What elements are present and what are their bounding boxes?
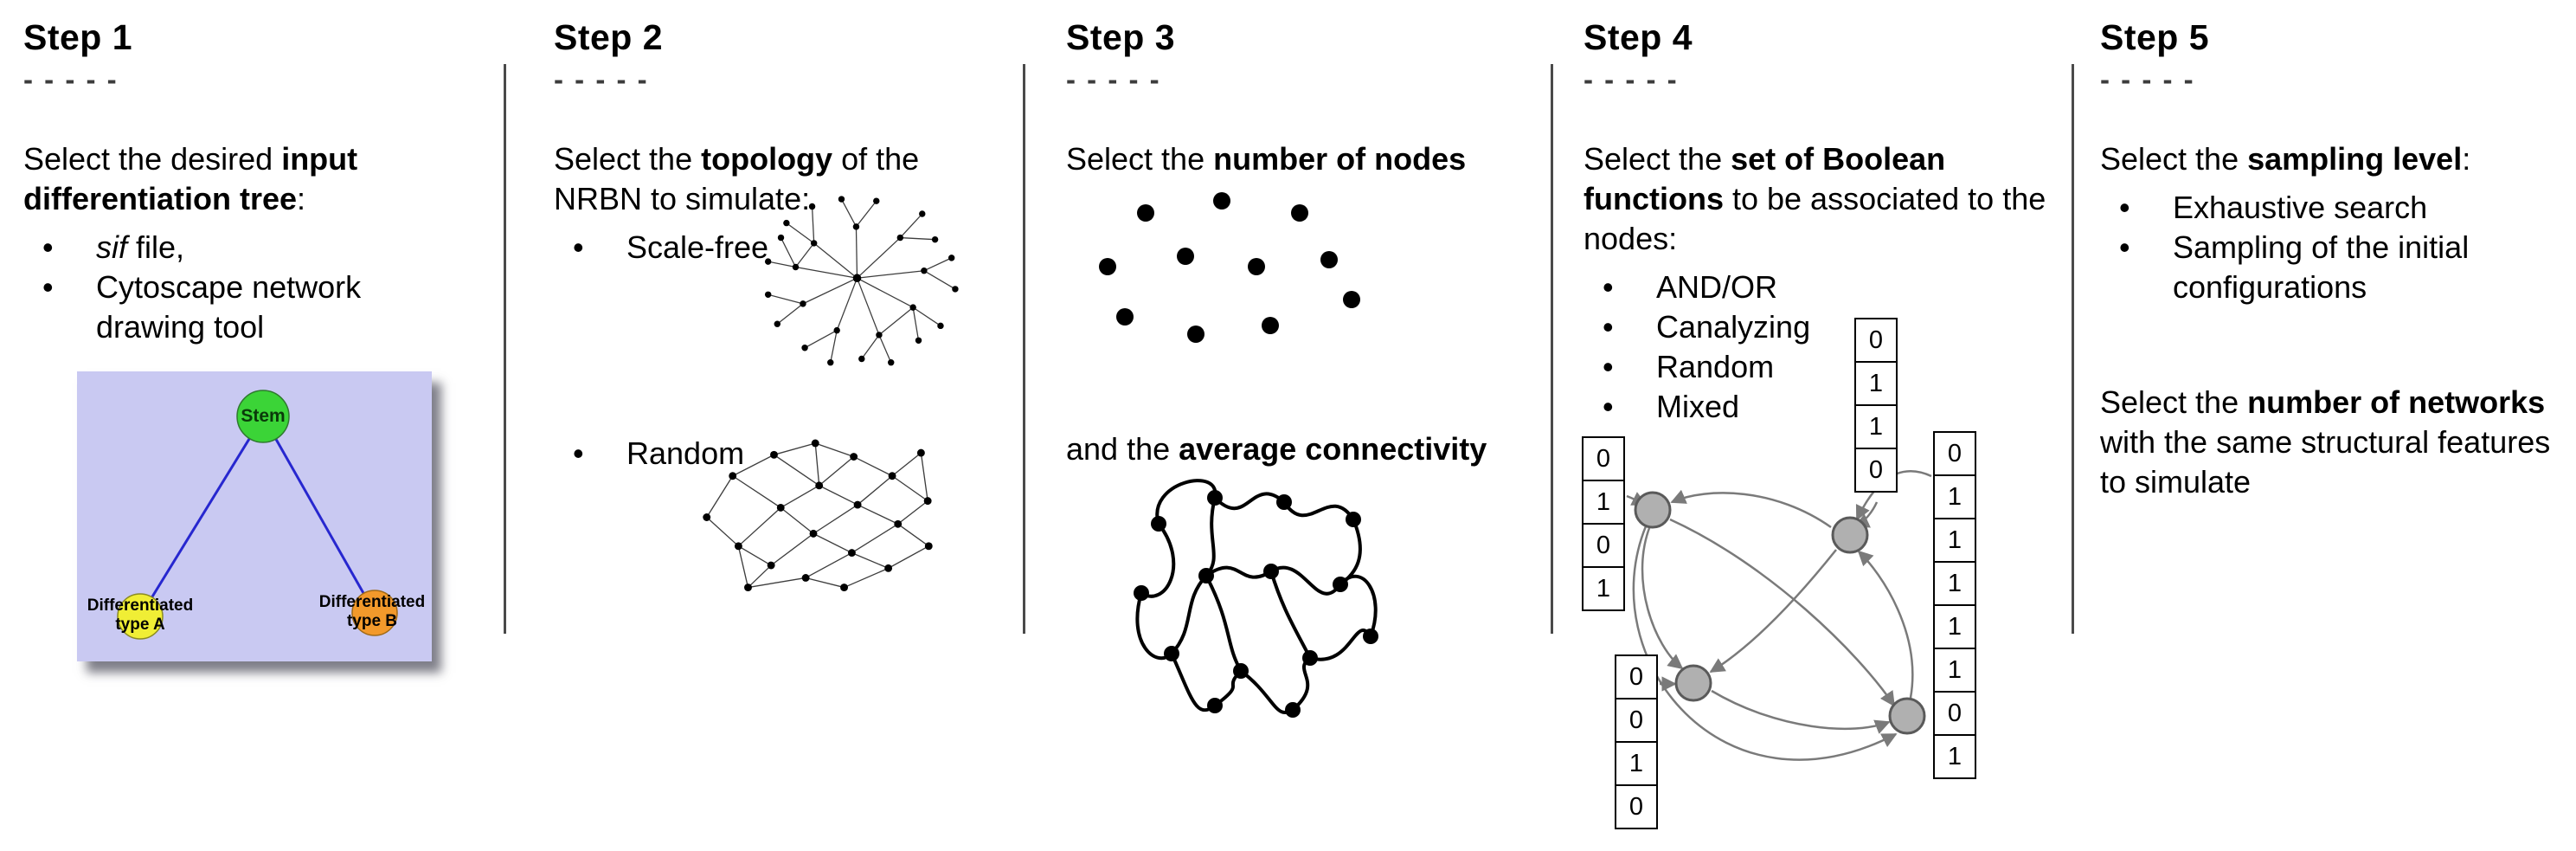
step3-second-text: and the average connectivity xyxy=(1066,431,1487,467)
step2-title: Step 2 xyxy=(554,17,664,57)
truth-table-cell: 1 xyxy=(1933,604,1976,649)
boolean-network-canvas xyxy=(1626,470,1932,761)
bullet-item: sif file, xyxy=(23,228,430,268)
stem-node xyxy=(236,390,290,443)
truth-table-cell: 0 xyxy=(1933,691,1976,736)
boolean-node xyxy=(1831,516,1869,554)
step1-dashes: - - - - - xyxy=(23,63,119,95)
differentiation-tree-canvas xyxy=(77,371,432,661)
boolean-node xyxy=(1674,664,1712,702)
network-nodes xyxy=(764,196,959,366)
truth-table-cell: 0 xyxy=(1933,431,1976,476)
truth-table-cell: 1 xyxy=(1933,561,1976,606)
truth-table-cell: 0 xyxy=(1582,523,1625,568)
boolean-node xyxy=(1888,697,1926,735)
nodes-scatter-figure xyxy=(1099,192,1360,343)
truth-table-cell: 1 xyxy=(1933,648,1976,693)
tree-edge-b xyxy=(261,416,376,614)
scatter-dots xyxy=(1099,192,1360,343)
step4-bullets: AND/OR Canalyzing Random Mixed xyxy=(1584,268,2068,427)
step5-dashes: - - - - - xyxy=(2100,63,2195,95)
differentiation-tree-figure: Stem Differentiated type A Differentiate… xyxy=(77,371,432,661)
step3-title: Step 3 xyxy=(1066,17,1176,57)
truth-table-cell: 1 xyxy=(1582,566,1625,611)
column-divider xyxy=(1551,64,1553,634)
step1-bullets: sif file, Cytoscape network drawing tool xyxy=(23,228,430,347)
column-divider xyxy=(1023,64,1025,634)
step5-bullets: Exhaustive search Sampling of the initia… xyxy=(2100,188,2576,307)
step5-intro: Select the sampling level: xyxy=(2100,141,2471,177)
step4-title: Step 4 xyxy=(1584,17,1693,57)
truth-table-cell: 0 xyxy=(1615,698,1658,743)
truth-table-top: 0 1 1 0 xyxy=(1854,318,1898,493)
step4-dashes: - - - - - xyxy=(1584,63,1679,95)
network-nodes xyxy=(1134,490,1378,718)
column-divider xyxy=(2072,64,2074,634)
bullet-item: Mixed xyxy=(1584,387,2068,427)
step5-title: Step 5 xyxy=(2100,17,2210,57)
network-edges xyxy=(706,442,929,589)
step1-intro: Select the desired input differentiation… xyxy=(23,141,358,217)
step4-intro: Select the set of Boolean functions to b… xyxy=(1584,141,2046,257)
bullet-item: Canalyzing xyxy=(1584,307,2068,347)
bullet-item: Exhaustive search xyxy=(2100,188,2576,228)
truth-table-bottom: 0 0 1 0 xyxy=(1615,654,1658,829)
stem-label: Stem xyxy=(241,406,286,426)
step4-column: Step 4 - - - - - Select the set of Boole… xyxy=(1584,17,2068,428)
truth-table-cell: 1 xyxy=(1582,480,1625,525)
type-b-label: Differentiated type B xyxy=(318,593,426,630)
step5-column: Step 5 - - - - - Select the sampling lev… xyxy=(2100,17,2576,307)
truth-table-cell: 0 xyxy=(1615,654,1658,699)
truth-table-cell: 0 xyxy=(1615,784,1658,829)
type-a-node xyxy=(117,593,164,640)
truth-table-cell: 1 xyxy=(1615,741,1658,786)
bullet-item: Random xyxy=(554,434,986,474)
bullet-item: Sampling of the initial configurations xyxy=(2100,228,2576,307)
bullet-item: Cytoscape network drawing tool xyxy=(23,268,430,347)
truth-table-left: 0 1 0 1 xyxy=(1582,436,1625,611)
step2-column: Step 2 - - - - - Select the topology of … xyxy=(554,17,986,474)
tree-edge-a xyxy=(138,416,265,617)
step1-column: Step 1 - - - - - Select the desired inpu… xyxy=(23,17,430,347)
step1-title: Step 1 xyxy=(23,17,133,57)
step3-intro: Select the number of nodes xyxy=(1066,141,1467,177)
truth-table-cell: 1 xyxy=(1933,734,1976,779)
step5-second-text: Select the number of networks with the s… xyxy=(2100,384,2551,500)
truth-table-cell: 1 xyxy=(1933,474,1976,519)
truth-table-cell: 0 xyxy=(1854,448,1898,493)
step2-intro: Select the topology of the NRBN to simul… xyxy=(554,141,920,217)
truth-table-cell: 1 xyxy=(1933,518,1976,563)
bullet-item: Random xyxy=(1584,347,2068,387)
bullet-item: Scale-free xyxy=(554,228,986,268)
step2-bullets: Scale-free Random xyxy=(554,228,986,474)
truth-table-cell: 1 xyxy=(1854,404,1898,449)
network-nodes xyxy=(703,439,933,592)
boolean-network-nodes xyxy=(1634,491,1926,735)
truth-table-cell: 0 xyxy=(1854,318,1898,363)
truth-table-cell: 0 xyxy=(1582,436,1625,481)
truth-table-cell: 1 xyxy=(1854,361,1898,406)
boolean-network-figure: 0 1 1 0 0 1 0 1 0 0 1 0 0 1 1 1 1 1 0 1 xyxy=(1570,312,2002,851)
type-b-node xyxy=(351,590,398,636)
boolean-network-arrows xyxy=(1626,470,1932,761)
type-a-label: Differentiated type A xyxy=(87,596,194,634)
truth-table-right: 0 1 1 1 1 1 0 1 xyxy=(1933,431,1976,779)
random-network-figure xyxy=(703,439,933,592)
network-edges xyxy=(768,198,956,363)
column-divider xyxy=(504,64,506,634)
step3-column: Step 3 - - - - - Select the number of no… xyxy=(1066,17,1551,179)
scale-free-network-figure xyxy=(764,196,959,366)
bullet-item: AND/OR xyxy=(1584,268,2068,307)
step3-dashes: - - - - - xyxy=(1066,63,1161,95)
boolean-node xyxy=(1634,491,1672,529)
network-edges xyxy=(1135,479,1378,715)
connectivity-network-figure xyxy=(1134,479,1378,718)
step2-dashes: - - - - - xyxy=(554,63,649,95)
